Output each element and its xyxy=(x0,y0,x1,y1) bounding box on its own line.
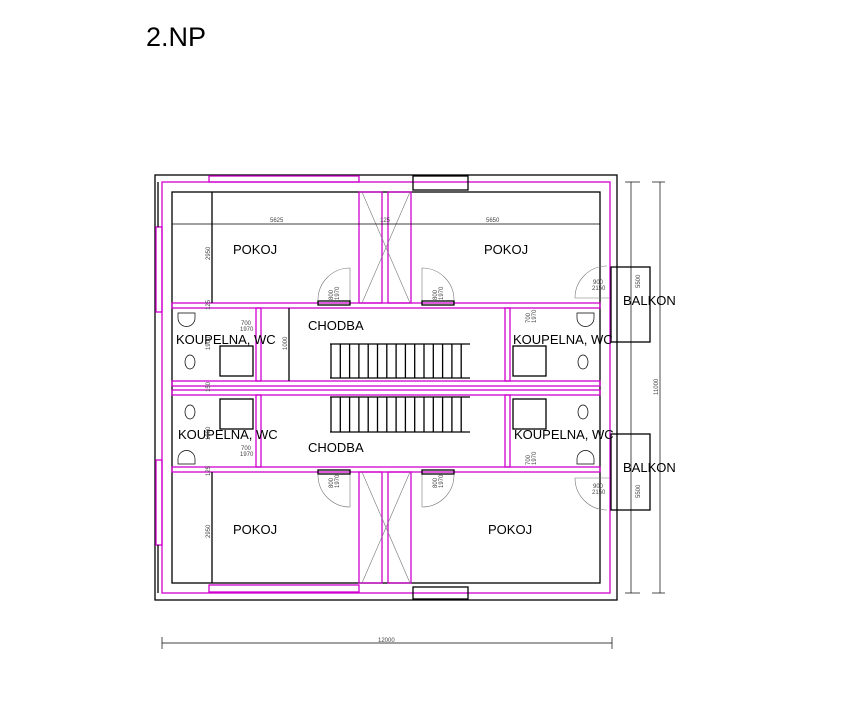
room-label-pokoj: POKOJ xyxy=(484,242,528,257)
door-label: 1970 xyxy=(335,474,341,488)
room-label-chodba: CHODBA xyxy=(308,318,364,333)
outer-walls xyxy=(154,174,618,601)
room-label-balkon: BALKON xyxy=(623,293,676,308)
sink-icon xyxy=(576,312,595,327)
staircase-bottom xyxy=(330,396,470,433)
dim-label: 150 xyxy=(206,381,212,392)
room-label-koupelna: KOUPELNA, WC xyxy=(178,427,278,442)
balcony-bottom xyxy=(610,433,651,511)
toilet-icon xyxy=(577,354,589,370)
door-label: 900 xyxy=(593,280,604,286)
room-label-chodba: CHODBA xyxy=(308,440,364,455)
room-label-koupelna: KOUPELNA, WC xyxy=(513,332,613,347)
door-label: 800 xyxy=(433,477,439,488)
door-label: 1970 xyxy=(439,474,445,488)
door-label: 800 xyxy=(329,289,335,300)
door-label: 800 xyxy=(329,477,335,488)
balcony-top xyxy=(610,266,651,343)
door-label: 1970 xyxy=(532,309,538,323)
dim-label: 125 xyxy=(206,465,212,476)
room-label-pokoj: POKOJ xyxy=(233,522,277,537)
dim-label: 2950 xyxy=(206,524,212,538)
interior-walls xyxy=(171,191,601,584)
dim-label: 12000 xyxy=(378,638,395,644)
sink-icon xyxy=(576,450,595,465)
dim-label: 1900 xyxy=(206,336,212,350)
shower-icon xyxy=(219,398,254,430)
door-label: 800 xyxy=(433,289,439,300)
room-label-balkon: BALKON xyxy=(623,460,676,475)
shower-icon xyxy=(219,345,254,377)
toilet-icon xyxy=(184,404,196,420)
door-label: 700 xyxy=(241,446,252,452)
door-label: 2150 xyxy=(592,286,606,292)
door-label: 700 xyxy=(526,312,532,323)
room-label-koupelna: KOUPELNA, WC xyxy=(176,332,276,347)
shower-icon xyxy=(512,398,547,430)
door-label: 1970 xyxy=(335,286,341,300)
dimension-lines xyxy=(161,181,665,649)
staircase-top xyxy=(330,343,470,379)
door-label: 700 xyxy=(526,454,532,465)
bathroom-fixtures xyxy=(177,312,595,465)
dim-label: 125 xyxy=(380,218,391,224)
room-label-pokoj: POKOJ xyxy=(233,242,277,257)
dim-label: 125 xyxy=(206,299,212,310)
toilet-icon xyxy=(184,354,196,370)
room-label-pokoj: POKOJ xyxy=(488,522,532,537)
room-label-koupelna: KOUPELNA, WC xyxy=(514,427,614,442)
doors xyxy=(317,265,610,511)
door-label: 2150 xyxy=(592,490,606,496)
dim-label: 5625 xyxy=(270,218,284,224)
door-label: 900 xyxy=(593,484,604,490)
toilet-icon xyxy=(577,404,589,420)
dim-label: 5650 xyxy=(486,218,500,224)
door-label: 1970 xyxy=(532,451,538,465)
floor-title: 2.NP xyxy=(146,22,207,52)
door-label: 1970 xyxy=(240,452,254,458)
sink-icon xyxy=(177,312,196,327)
dim-label: 5500 xyxy=(636,274,642,288)
dim-label: 11000 xyxy=(654,378,660,395)
door-label: 700 xyxy=(241,321,252,327)
shower-icon xyxy=(512,345,547,377)
dim-label: 2950 xyxy=(206,246,212,260)
door-label: 1970 xyxy=(240,327,254,333)
dim-label: 1900 xyxy=(206,426,212,440)
door-label: 1970 xyxy=(439,286,445,300)
sink-icon xyxy=(177,450,196,465)
dim-label: 1000 xyxy=(283,336,289,350)
dim-label: 5500 xyxy=(636,484,642,498)
